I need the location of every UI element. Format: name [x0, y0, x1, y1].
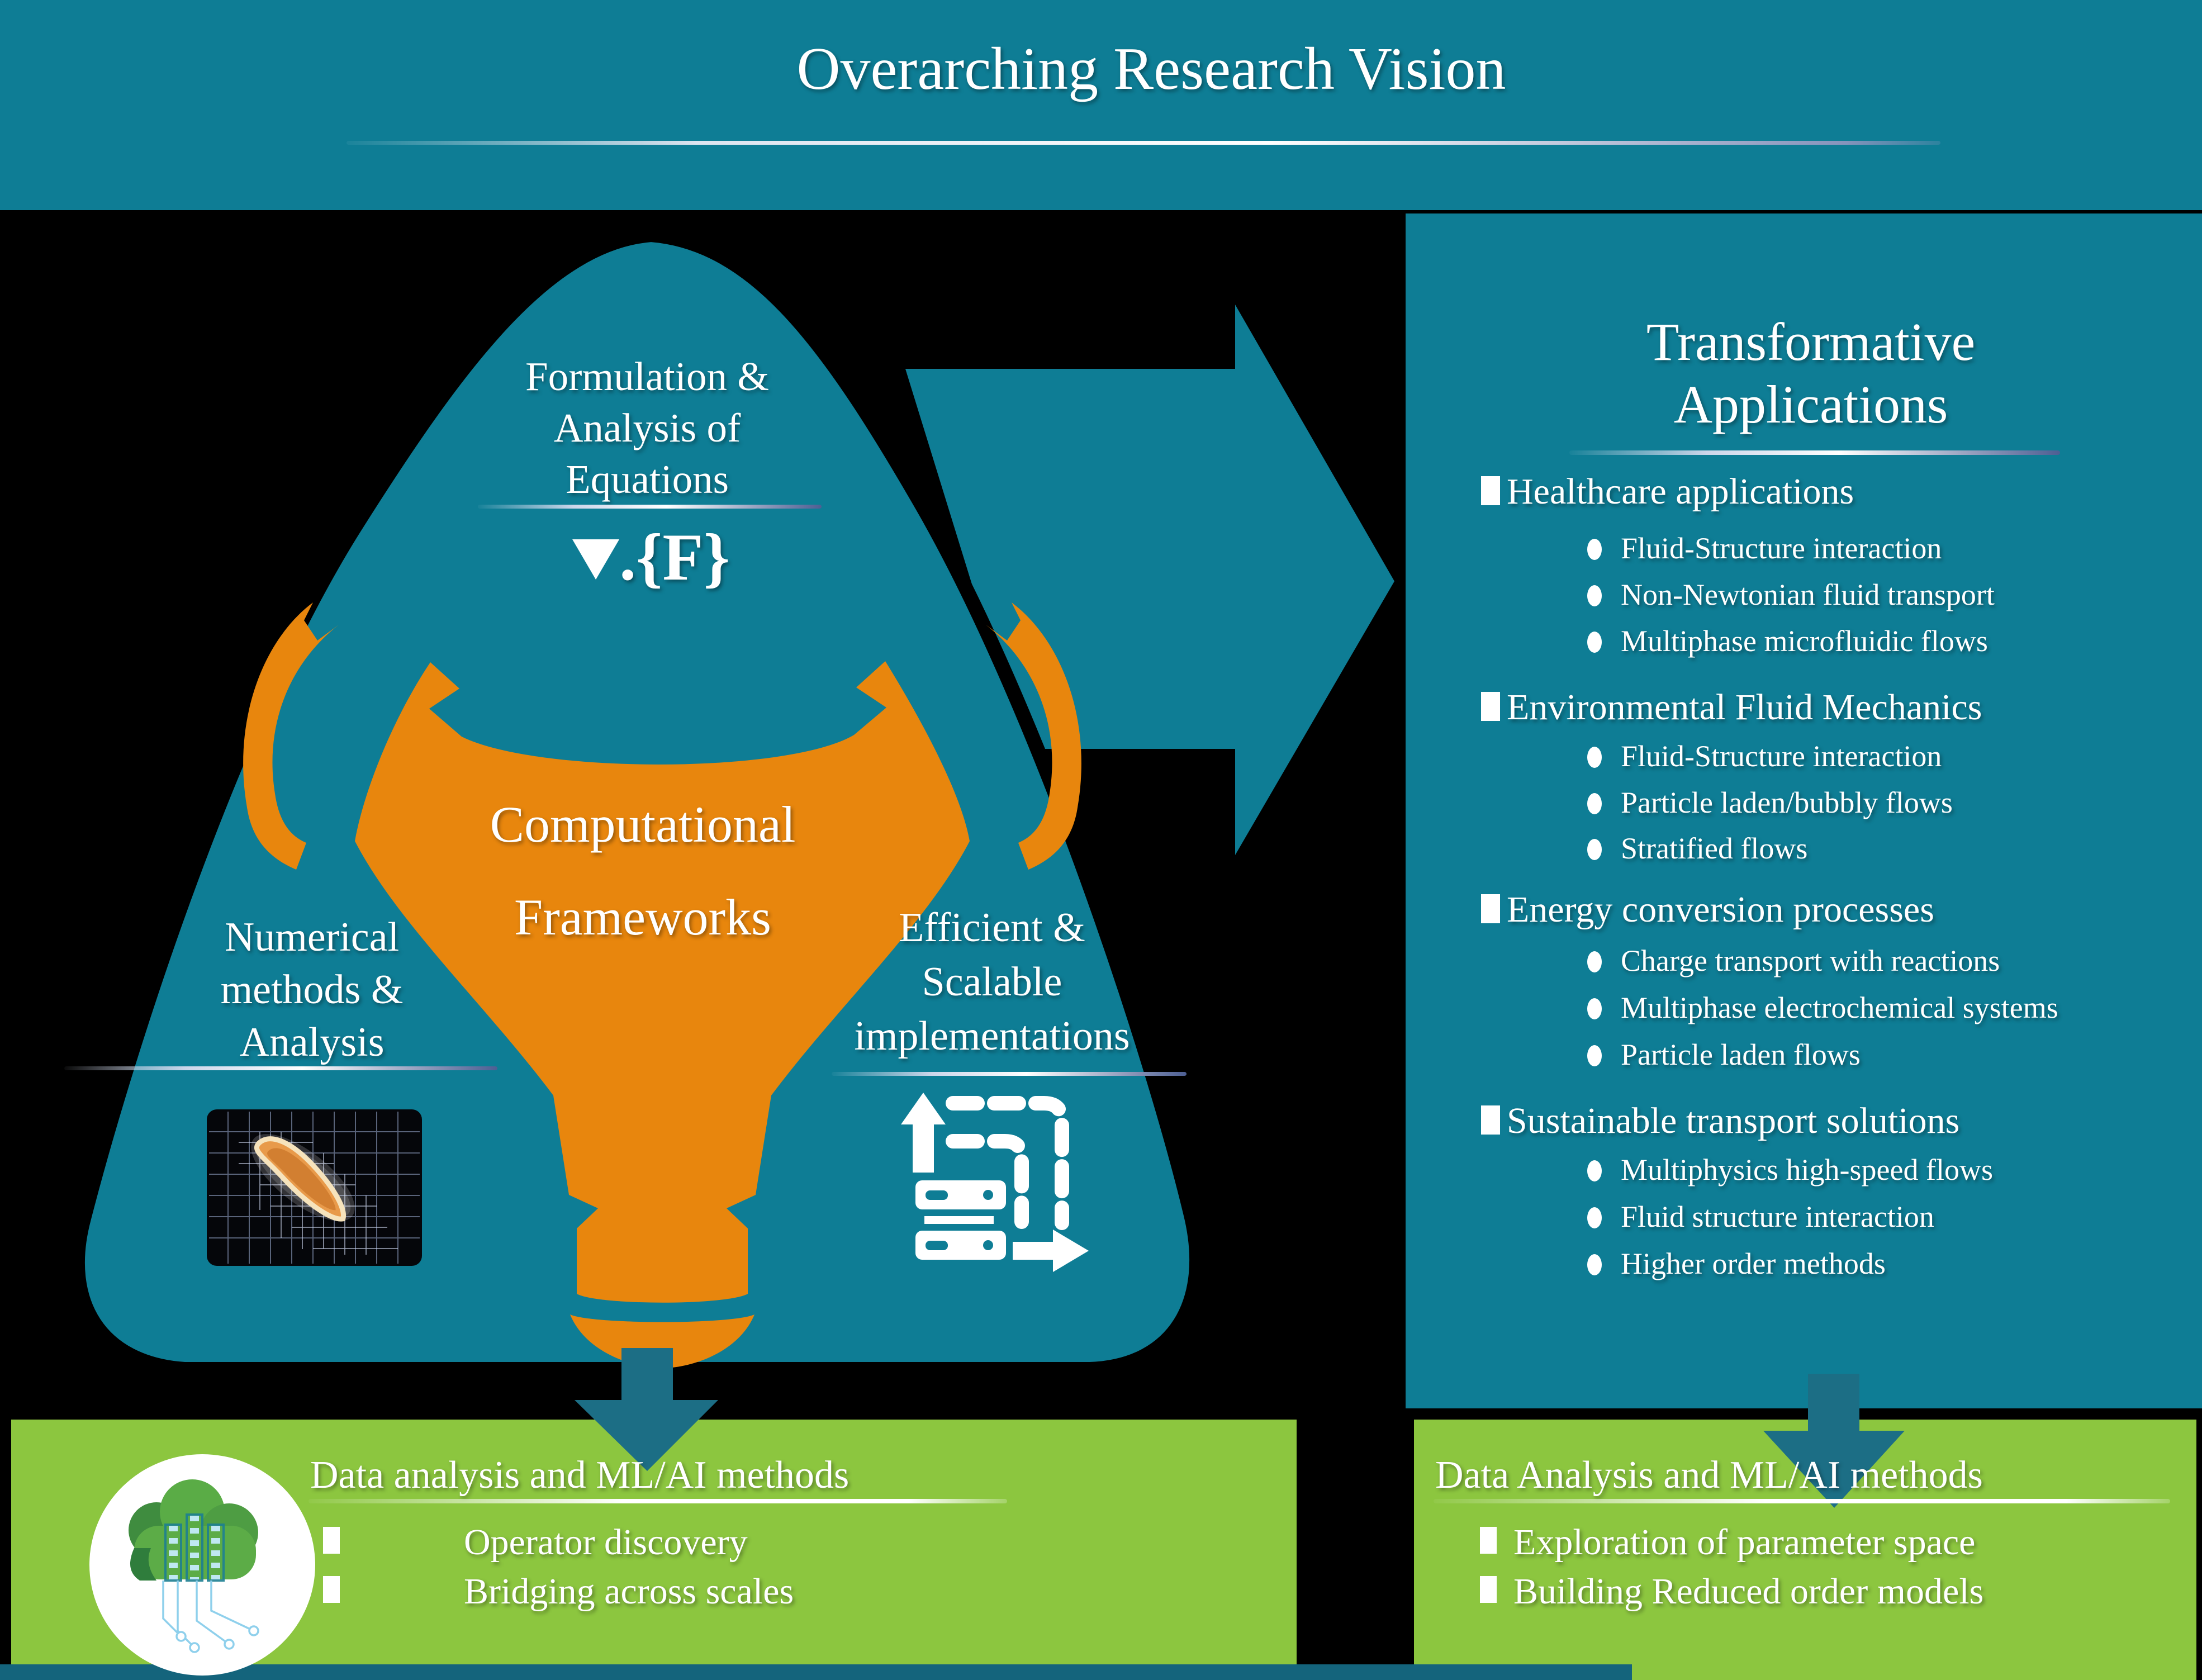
list-item: Multiphysics high-speed flows: [1587, 1152, 1993, 1187]
applications-panel-background: [1406, 213, 2202, 1408]
list-item: Stratified flows: [1587, 831, 1807, 866]
footer-bar: [0, 1664, 1632, 1680]
scalability-icon: [901, 1093, 1089, 1272]
list-item: Fluid structure interaction: [1587, 1199, 1934, 1234]
square-bullet-icon: [1481, 1105, 1500, 1135]
square-bullet-icon: [323, 1527, 340, 1554]
list-item: Higher order methods: [1587, 1246, 1886, 1281]
dot-bullet-icon: [1587, 747, 1602, 768]
ml-right-title: Data Analysis and ML/AI methods: [1435, 1454, 1983, 1497]
list-item: Operator discovery: [323, 1521, 748, 1564]
dot-bullet-icon: [1587, 632, 1602, 653]
section-transport: Sustainable transport solutions: [1481, 1100, 1959, 1142]
list-item: Non-Newtonian fluid transport: [1587, 577, 1995, 612]
list-item: Charge transport with reactions: [1587, 943, 2000, 978]
list-item: Particle laden flows: [1587, 1037, 1861, 1072]
dot-bullet-icon: [1587, 539, 1602, 560]
efficient-scalable-label: Efficient & Scalable implementations: [854, 905, 1130, 1059]
list-item: Multiphase microfluidic flows: [1587, 624, 1988, 658]
list-item: Particle laden/bubbly flows: [1587, 785, 1953, 820]
page-title: Overarching Research Vision: [796, 36, 1506, 102]
header-band: [0, 0, 2202, 210]
dot-bullet-icon: [1587, 839, 1602, 860]
formulation-label: Formulation & Analysis of Equations: [525, 354, 769, 502]
nabla-icon: [572, 539, 620, 580]
left-arc-shape: [243, 602, 339, 870]
list-item: Building Reduced order models: [1480, 1570, 1983, 1613]
dot-bullet-icon: [1587, 1254, 1602, 1275]
page-title-underline: [347, 141, 1940, 145]
square-bullet-icon: [1481, 692, 1500, 721]
dot-bullet-icon: [1587, 1207, 1602, 1228]
right-arc-shape: [986, 602, 1081, 870]
applications-title: Transformative Applications: [1646, 312, 1976, 434]
list-item: Fluid-Structure interaction: [1587, 739, 1942, 773]
square-bullet-icon: [1480, 1527, 1497, 1554]
divergence-equation: .{F}: [572, 519, 730, 596]
bottom-cap-shape: [570, 1314, 754, 1368]
ml-right-underline: [1434, 1499, 2170, 1503]
efficient-underline: [832, 1072, 1187, 1076]
ml-left-title: Data analysis and ML/AI methods: [310, 1454, 850, 1497]
square-bullet-icon: [1481, 894, 1500, 923]
formulation-underline: [478, 505, 822, 509]
applications-title-underline: [1569, 450, 2060, 455]
list-item: Exploration of parameter space: [1480, 1521, 1975, 1564]
dot-bullet-icon: [1587, 793, 1602, 814]
list-item: Multiphase electrochemical systems: [1587, 990, 2058, 1025]
section-environmental: Environmental Fluid Mechanics: [1481, 686, 1982, 729]
ml-left-underline: [309, 1499, 1007, 1503]
square-bullet-icon: [323, 1576, 340, 1603]
dot-bullet-icon: [1587, 1160, 1602, 1181]
square-bullet-icon: [1481, 476, 1500, 505]
numerical-methods-label: Numerical methods & Analysis: [220, 914, 404, 1065]
dot-bullet-icon: [1587, 998, 1602, 1019]
dot-bullet-icon: [1587, 1045, 1602, 1066]
section-energy: Energy conversion processes: [1481, 889, 1934, 931]
list-item: Bridging across scales: [323, 1570, 794, 1613]
dot-bullet-icon: [1587, 951, 1602, 972]
flow-arrow-right-icon: [905, 305, 1394, 855]
computational-frameworks-label: Computational Frameworks: [490, 796, 796, 946]
list-item: Fluid-Structure interaction: [1587, 531, 1942, 566]
airfoil-mesh-image: [207, 1109, 422, 1266]
numerical-underline: [64, 1066, 497, 1070]
square-bullet-icon: [1480, 1576, 1497, 1603]
dot-bullet-icon: [1587, 585, 1602, 606]
section-healthcare: Healthcare applications: [1481, 471, 1854, 513]
